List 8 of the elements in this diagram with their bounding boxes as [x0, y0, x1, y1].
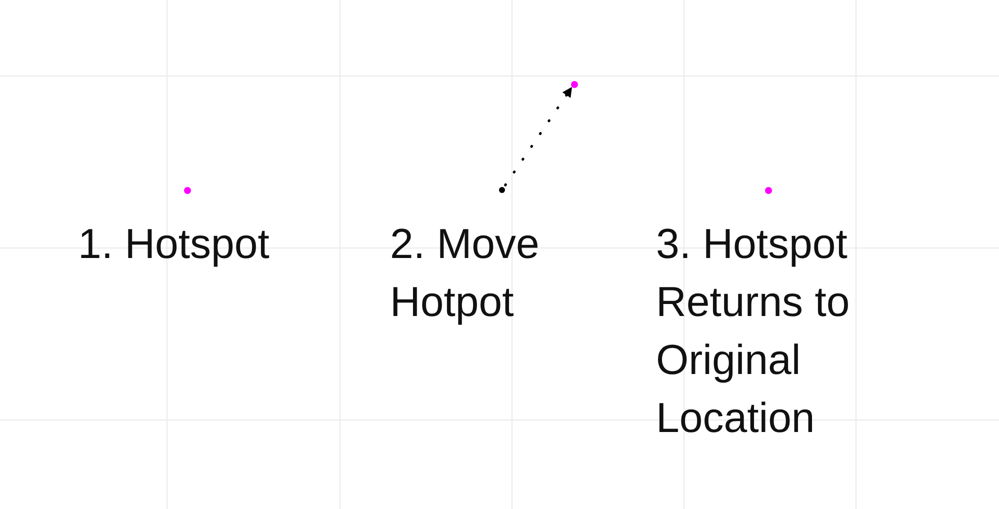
- point-marker: [499, 187, 505, 193]
- point-marker: [184, 186, 190, 194]
- point-marker: [570, 80, 578, 88]
- dotted-arrow: [504, 86, 573, 186]
- step-label: 2. Move Hotpot: [390, 219, 540, 327]
- step-label: 3. Hotspot Returns to Original Location: [656, 219, 851, 443]
- step-label: 1. Hotspot: [78, 219, 270, 269]
- point-marker: [764, 186, 772, 194]
